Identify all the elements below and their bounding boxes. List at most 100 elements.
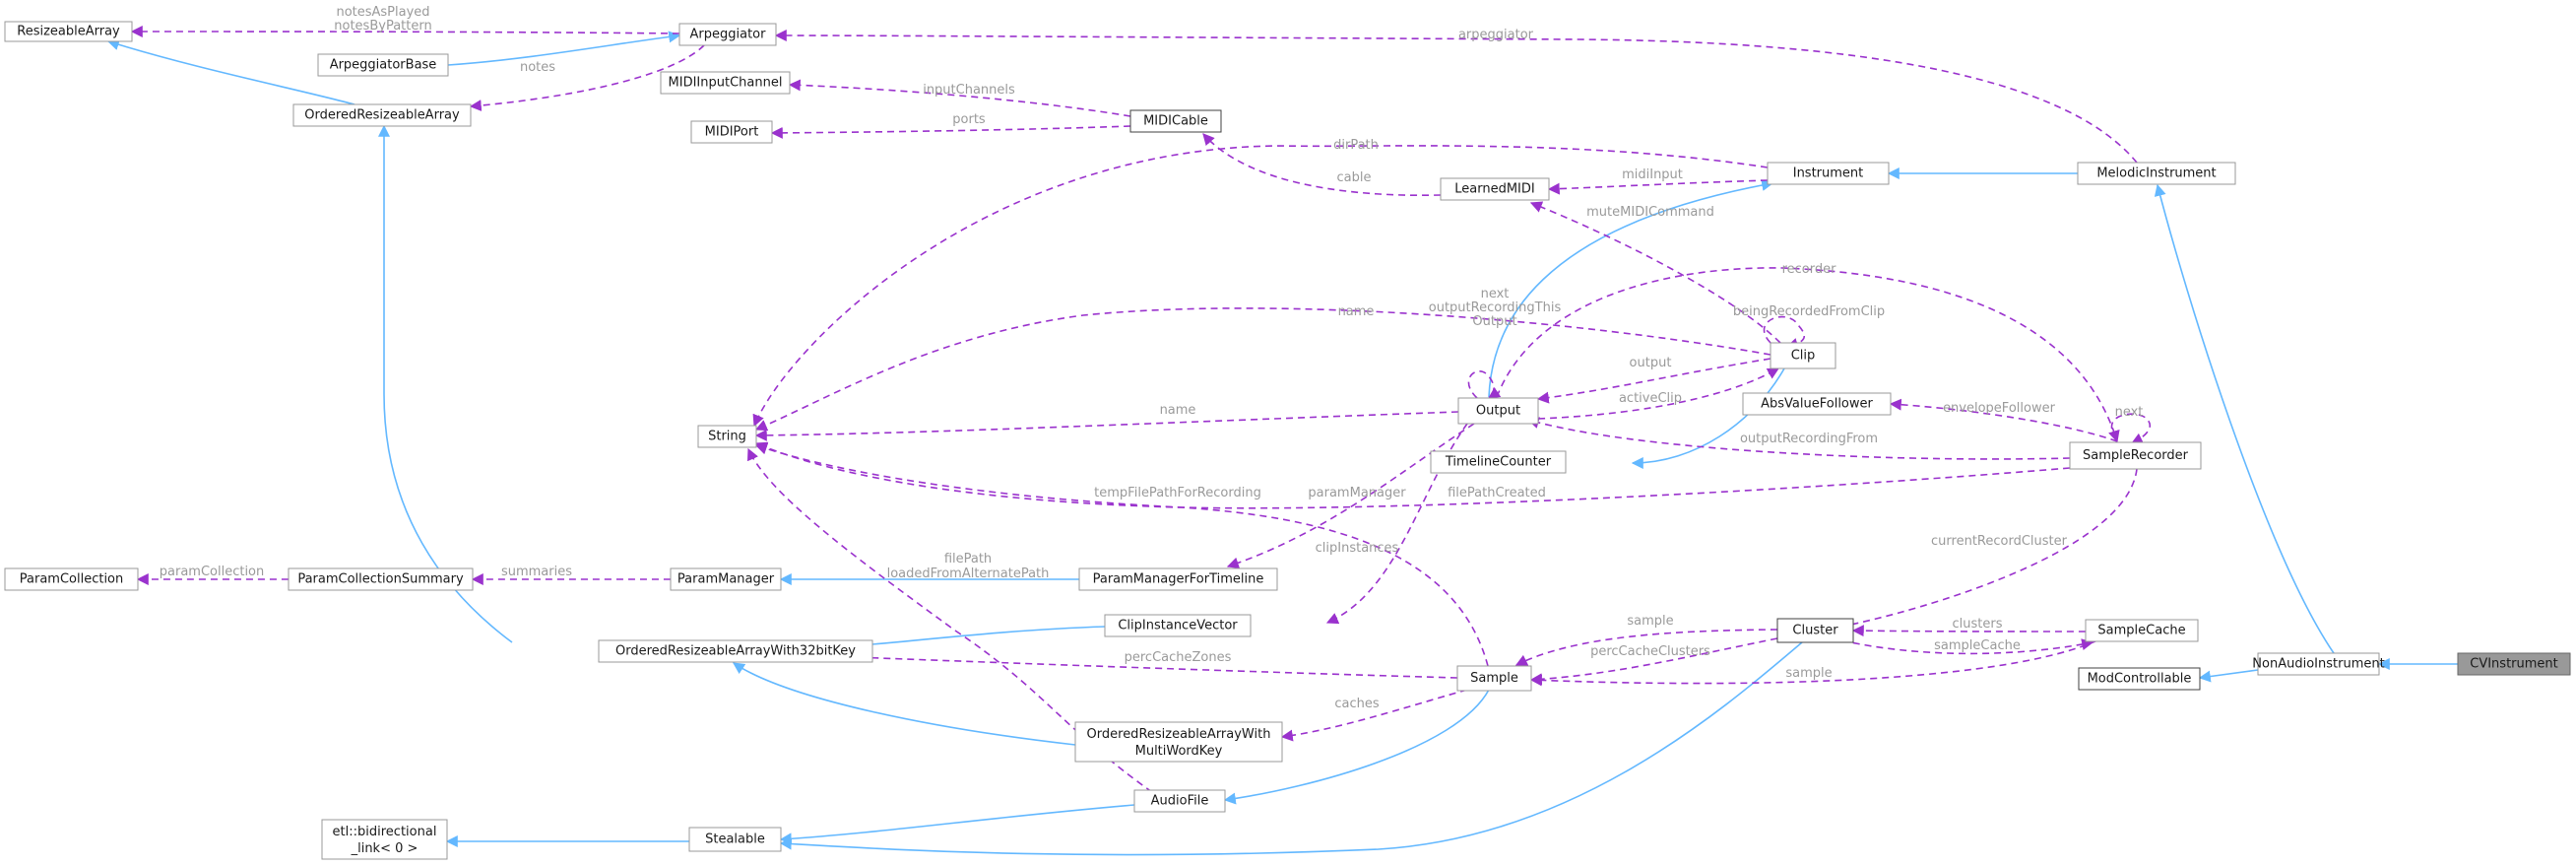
svg-text:ModControllable: ModControllable xyxy=(2088,672,2192,687)
node-stealable[interactable]: Stealable xyxy=(688,827,782,852)
svg-text:Instrument: Instrument xyxy=(1793,167,1864,181)
label-outputrecordingfrom: outputRecordingFrom xyxy=(1740,432,1878,446)
edge-outputself xyxy=(1467,370,1502,399)
edge-output-instrument xyxy=(1488,179,1774,398)
edge-ports xyxy=(770,125,1131,139)
edge-nextrecorder xyxy=(2110,413,2152,444)
node-midicable[interactable]: MIDICable xyxy=(1129,109,1222,133)
node-resizeablearray[interactable]: ResizeableArray xyxy=(4,21,133,42)
node-orderedresizeablearray[interactable]: OrderedResizeableArray xyxy=(292,103,472,127)
node-etlbidirectional[interactable]: etl::bidirectional_link< 0 > xyxy=(321,819,448,860)
svg-text:etl::bidirectional_link< 0 >: etl::bidirectional_link< 0 > xyxy=(333,825,437,856)
node-output[interactable]: Output xyxy=(1457,397,1539,425)
label-caches: caches xyxy=(1334,697,1379,711)
label-output: output xyxy=(1630,356,1672,370)
svg-text:ParamManagerForTimeline: ParamManagerForTimeline xyxy=(1093,572,1264,587)
edge-clusters xyxy=(1851,625,2087,637)
edge-output xyxy=(1536,358,1771,404)
node-samplecache[interactable]: SampleCache xyxy=(2085,619,2199,642)
svg-text:AbsValueFollower: AbsValueFollower xyxy=(1761,397,1873,412)
edge-notesasplayed xyxy=(130,26,680,38)
node-arpeggiatorbase[interactable]: ArpeggiatorBase xyxy=(317,53,449,77)
node-cvinstrument[interactable]: CVInstrument xyxy=(2457,652,2571,676)
node-instrument[interactable]: Instrument xyxy=(1767,162,1890,185)
edge-recorder xyxy=(1496,267,2120,443)
node-samplerecorder[interactable]: SampleRecorder xyxy=(2069,441,2202,470)
edge-multiwordkey-orderedresizeablearray32 xyxy=(733,662,1076,746)
node-learnedmidi[interactable]: LearnedMIDI xyxy=(1440,177,1550,201)
svg-text:SampleCache: SampleCache xyxy=(2097,624,2185,638)
node-paramcollectionsummary[interactable]: ParamCollectionSummary xyxy=(288,567,474,591)
edge-currentrecordcluster xyxy=(1839,468,2138,631)
node-modcontrollable[interactable]: ModControllable xyxy=(2078,667,2201,691)
edge-midiinput xyxy=(1547,179,1769,195)
node-midiinputchannel[interactable]: MIDIInputChannel xyxy=(660,71,791,95)
svg-text:OrderedResizeableArrayWith32bi: OrderedResizeableArrayWith32bitKey xyxy=(615,644,856,659)
svg-text:TimelineCounter: TimelineCounter xyxy=(1445,455,1552,470)
label-parammanager: paramManager xyxy=(1308,486,1406,500)
svg-text:MelodicInstrument: MelodicInstrument xyxy=(2096,167,2216,181)
node-midiport[interactable]: MIDIPort xyxy=(690,120,773,144)
edge-perccacheclusters xyxy=(1529,637,1778,686)
node-absvaluefollower[interactable]: AbsValueFollower xyxy=(1742,392,1892,416)
label-sample: sample xyxy=(1627,614,1673,629)
edge-dirpath xyxy=(752,145,1769,428)
svg-text:String: String xyxy=(708,430,746,444)
edge-cable xyxy=(1202,133,1442,197)
svg-text:NonAudioInstrument: NonAudioInstrument xyxy=(2252,657,2384,672)
node-parammanagerfortimeline[interactable]: ParamManagerForTimeline xyxy=(1078,567,1278,591)
label-arpeggiator: arpeggiator xyxy=(1458,28,1534,42)
svg-text:Cluster: Cluster xyxy=(1792,624,1838,638)
node-audiofile[interactable]: AudioFile xyxy=(1133,789,1226,813)
label-name-clip: name xyxy=(1338,304,1375,319)
node-nonaudioinstrument[interactable]: NonAudioInstrument xyxy=(2252,652,2385,676)
node-sample[interactable]: Sample xyxy=(1456,665,1532,692)
edge-clip-timelinecounter xyxy=(1631,367,1785,469)
node-arpeggiator[interactable]: Arpeggiator xyxy=(678,23,777,46)
node-paramcollection[interactable]: ParamCollection xyxy=(4,567,139,591)
label-nextrecorder: next xyxy=(2115,405,2144,420)
label-perccachezones: percCacheZones xyxy=(1125,650,1232,665)
label-paramcollection: paramCollection xyxy=(160,565,265,579)
svg-text:SampleRecorder: SampleRecorder xyxy=(2083,448,2189,463)
edge-orderedresizeablearray-resizeablearray xyxy=(106,38,355,105)
svg-text:Clip: Clip xyxy=(1791,349,1816,364)
svg-text:ArpeggiatorBase: ArpeggiatorBase xyxy=(330,58,437,73)
edge-beingrecordedfromclip xyxy=(1763,315,1805,350)
edge-orderedresizeablearray32-orderedresizeablearray xyxy=(378,124,513,643)
node-cluster[interactable]: Cluster xyxy=(1776,618,1854,643)
node-orderedresizeablearraywith32bitkey[interactable]: OrderedResizeableArrayWith32bitKey xyxy=(598,639,873,663)
svg-text:ClipInstanceVector: ClipInstanceVector xyxy=(1118,619,1238,633)
label-samplecache: sampleCache xyxy=(1934,638,2021,653)
edge-caches xyxy=(1280,689,1468,742)
node-timelinecounter[interactable]: TimelineCounter xyxy=(1430,450,1567,474)
label-inputchannels: inputChannels xyxy=(923,83,1015,98)
edge-sample xyxy=(1514,629,1778,666)
edge-outputrecordingfrom xyxy=(1526,417,2071,460)
edge-name-output xyxy=(754,411,1459,441)
node-clipinstancevector[interactable]: ClipInstanceVector xyxy=(1104,614,1252,637)
edge-samplecache xyxy=(1840,638,2094,655)
node-parammanager[interactable]: ParamManager xyxy=(670,567,782,591)
label-mutemidicommand: muteMIDICommand xyxy=(1586,205,1714,220)
svg-text:MIDIPort: MIDIPort xyxy=(705,125,759,140)
svg-text:Sample: Sample xyxy=(1470,671,1518,686)
edge-mutemidicommand xyxy=(1529,201,1781,344)
label-filepathcreated: filePathCreated xyxy=(1448,486,1546,500)
label-beingrecordedfromclip: beingRecordedFromClip xyxy=(1733,304,1885,319)
edge-clipinstances xyxy=(1325,423,1468,625)
node-clip[interactable]: Clip xyxy=(1770,342,1836,369)
edge-filepathcreated xyxy=(754,441,2071,509)
label-clusters: clusters xyxy=(1953,617,2003,632)
label-tempfilepath: tempFilePathForRecording xyxy=(1094,486,1261,500)
svg-text:ParamManager: ParamManager xyxy=(677,572,775,587)
node-melodicinstrument[interactable]: MelodicInstrument xyxy=(2077,162,2236,185)
edge-arpeggiatorbase-arpeggiator xyxy=(447,31,681,66)
node-string[interactable]: String xyxy=(697,425,757,448)
svg-text:CVInstrument: CVInstrument xyxy=(2470,657,2558,672)
